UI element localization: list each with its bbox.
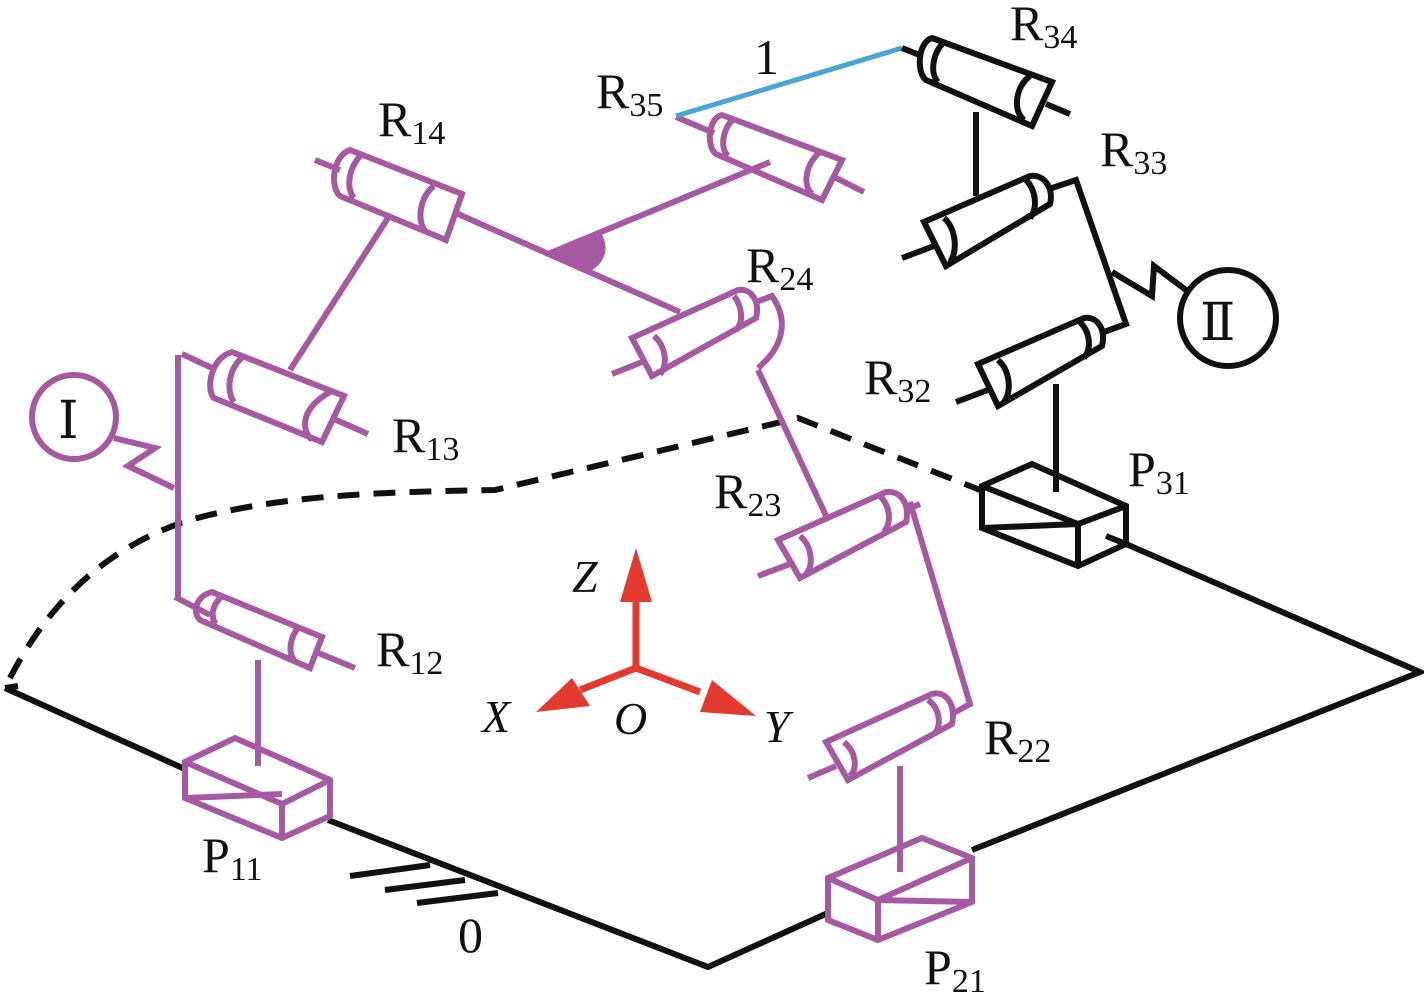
base-front-left-edge bbox=[3, 541, 1424, 971]
link-1-label: 1 bbox=[754, 29, 779, 85]
branch-one-label: Ⅰ bbox=[58, 393, 79, 450]
joint-label-r34: R34 bbox=[1010, 0, 1077, 56]
revolute-joint-r24 bbox=[610, 286, 785, 381]
z-axis-label: Z bbox=[572, 551, 598, 602]
prismatic-joint-p21 bbox=[825, 766, 975, 944]
base-label: 0 bbox=[458, 907, 483, 963]
branch-two-label: Ⅱ bbox=[1200, 295, 1235, 352]
revolute-joint-r33 bbox=[900, 112, 1054, 271]
revolute-joint-r23 bbox=[755, 368, 922, 583]
joint-label-r33: R33 bbox=[1100, 121, 1167, 182]
y-axis-label: Y bbox=[764, 701, 794, 752]
revolute-joint-r32 bbox=[954, 176, 1130, 411]
joint-label-r23: R23 bbox=[714, 463, 781, 524]
limb-2 bbox=[610, 286, 975, 944]
joint-label-p31: P31 bbox=[1128, 441, 1190, 502]
base-rear-dashed bbox=[7, 414, 982, 680]
y-axis-arrow-icon bbox=[700, 680, 756, 716]
revolute-joint-r34 bbox=[900, 34, 1072, 130]
joint-label-r22: R22 bbox=[984, 709, 1051, 770]
joint-label-r35: R35 bbox=[596, 63, 663, 124]
origin-label: O bbox=[614, 693, 647, 744]
limb-3: Ⅱ bbox=[900, 34, 1279, 570]
prismatic-joint-p11 bbox=[182, 660, 333, 842]
prismatic-joint-p31 bbox=[979, 384, 1129, 570]
joint-labels: R14 R35 R34 R33 R24 R13 R32 R23 P31 R12 … bbox=[202, 0, 1190, 994]
branch-two-marker: Ⅱ bbox=[1110, 260, 1279, 369]
revolute-joint-r14 bbox=[313, 146, 682, 315]
x-axis-label: X bbox=[480, 691, 512, 742]
joint-label-r24: R24 bbox=[746, 237, 813, 298]
base-platform bbox=[3, 414, 1424, 971]
joint-label-r12: R12 bbox=[376, 621, 443, 682]
joint-label-r32: R32 bbox=[864, 349, 931, 410]
revolute-joint-r22 bbox=[806, 501, 974, 785]
link-1 bbox=[675, 45, 903, 119]
revolute-joint-r13 bbox=[180, 216, 391, 446]
platform-angle-marker-icon bbox=[546, 159, 772, 270]
joint-label-p11: P11 bbox=[202, 827, 263, 888]
joint-label-r14: R14 bbox=[378, 91, 445, 152]
base-ground-hatch bbox=[349, 862, 499, 906]
y-axis-line bbox=[634, 664, 702, 696]
z-axis-arrow-icon bbox=[620, 548, 652, 602]
limb-1: Ⅰ bbox=[29, 146, 772, 842]
joint-label-p21: P21 bbox=[924, 939, 986, 994]
revolute-joint-r12 bbox=[173, 355, 357, 673]
x-axis-line bbox=[578, 664, 638, 694]
x-axis-arrow-icon bbox=[536, 678, 590, 712]
coordinate-frame: Z X O Y bbox=[480, 548, 794, 752]
revolute-joint-r35 bbox=[674, 111, 866, 204]
joint-label-r13: R13 bbox=[392, 407, 459, 468]
branch-one-marker: Ⅰ bbox=[29, 372, 176, 491]
